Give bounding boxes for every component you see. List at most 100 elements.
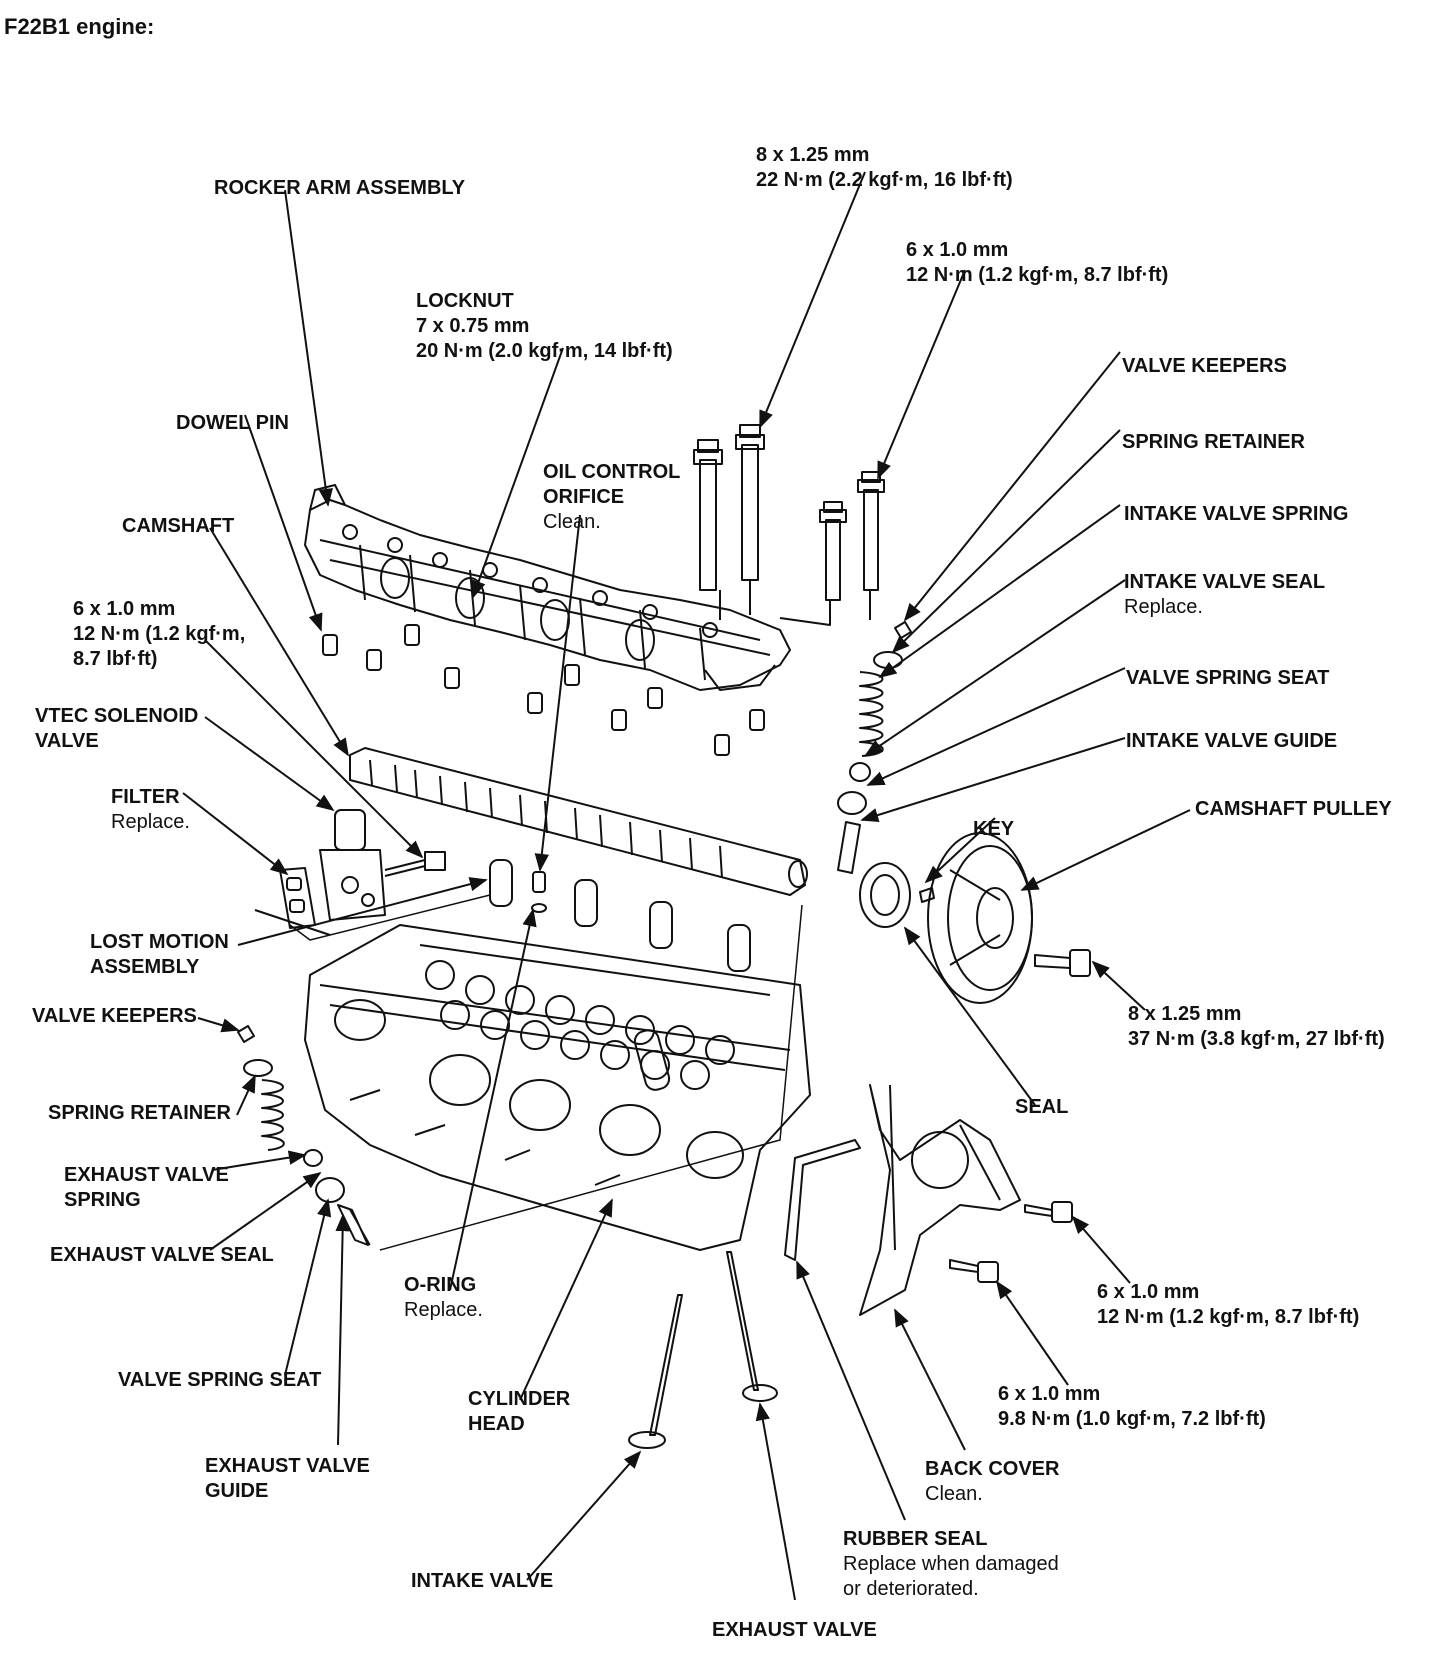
label-exhaust-valve-spring: EXHAUST VALVE SPRING [64, 1163, 229, 1213]
label-dowel-pin: DOWEL PIN [176, 411, 289, 436]
dowel-pins-drawing [322, 624, 765, 756]
label-note-line2: or deteriorated. [843, 1578, 979, 1600]
label-note: Replace. [1124, 596, 1203, 618]
camshaft-drawing [349, 747, 808, 896]
label-text: INTAKE VALVE GUIDE [1126, 730, 1338, 752]
label-text: VALVE SPRING SEAT [118, 1369, 322, 1391]
label-line2: VALVE [35, 730, 99, 752]
label-back-cover: BACK COVER Clean. [925, 1457, 1059, 1507]
label-line1: LOST MOTION [90, 931, 229, 953]
label-bolt-6x10-cover-upper: 6 x 1.0 mm 12 N·m (1.2 kgf·m, 8.7 lbf·ft… [1097, 1280, 1359, 1330]
label-intake-valve-spring: INTAKE VALVE SPRING [1124, 502, 1348, 527]
label-text: VALVE KEEPERS [32, 1005, 197, 1027]
label-valve-spring-seat-left: VALVE SPRING SEAT [118, 1368, 321, 1393]
label-text: DOWEL PIN [176, 412, 289, 434]
bolt-size-text: 6 x 1.0 mm [906, 239, 1009, 261]
back-cover-drawing [859, 1084, 1021, 1316]
label-note: Replace. [404, 1299, 483, 1321]
label-text: SEAL [1015, 1096, 1069, 1118]
label-line1: OIL CONTROL [543, 461, 681, 483]
label-text: CAMSHAFT PULLEY [1195, 798, 1392, 820]
label-text: SPRING RETAINER [1122, 431, 1305, 453]
label-text: INTAKE VALVE [411, 1570, 554, 1592]
label-valve-spring-seat-right: VALVE SPRING SEAT [1126, 666, 1329, 691]
locknut-name: LOCKNUT [416, 290, 514, 312]
label-exhaust-valve-seal: EXHAUST VALVE SEAL [50, 1243, 274, 1268]
label-text: CAMSHAFT [122, 515, 235, 537]
label-text: VALVE SPRING SEAT [1126, 667, 1330, 689]
bolt-torque-text: 9.8 N·m (1.0 kgf·m, 7.2 lbf·ft) [998, 1408, 1266, 1430]
intake-valve-drawing [628, 1294, 683, 1449]
bolt-torque-line1: 12 N·m (1.2 kgf·m, [73, 623, 246, 645]
bolt-torque-text: 37 N·m (3.8 kgf·m, 27 lbf·ft) [1128, 1028, 1385, 1050]
exhaust-valve-parts-drawing [237, 1025, 369, 1246]
label-line2: ASSEMBLY [90, 956, 200, 978]
label-text: BACK COVER [925, 1458, 1060, 1480]
bolt-torque-text: 12 N·m (1.2 kgf·m, 8.7 lbf·ft) [906, 264, 1169, 286]
label-camshaft: CAMSHAFT [122, 514, 234, 539]
rocker-bolts-drawing [693, 424, 885, 626]
label-spring-retainer-right: SPRING RETAINER [1122, 430, 1305, 455]
label-bolt-6x10-left: 6 x 1.0 mm 12 N·m (1.2 kgf·m, 8.7 lbf·ft… [73, 597, 245, 672]
locknut-size: 7 x 0.75 mm [416, 315, 530, 337]
label-text: INTAKE VALVE SPRING [1124, 503, 1349, 525]
label-text: FILTER [111, 786, 180, 808]
bolt-size-text: 6 x 1.0 mm [998, 1383, 1101, 1405]
label-camshaft-pulley: CAMSHAFT PULLEY [1195, 797, 1392, 822]
label-text: SPRING RETAINER [48, 1102, 231, 1124]
lost-motion-drawing [489, 859, 751, 972]
page-title: F22B1 engine: [4, 14, 155, 39]
bolt-torque-text: 12 N·m (1.2 kgf·m, 8.7 lbf·ft) [1097, 1306, 1360, 1328]
bolt-torque-line2: 8.7 lbf·ft) [73, 648, 158, 670]
filter-drawing [254, 867, 331, 936]
label-text: EXHAUST VALVE [712, 1619, 877, 1641]
label-line2: SPRING [64, 1189, 141, 1211]
label-line1: CYLINDER [468, 1388, 571, 1410]
label-rubber-seal: RUBBER SEAL Replace when damaged or dete… [843, 1527, 1059, 1602]
bolt-torque-text: 22 N·m (2.2 kgf·m, 16 lbf·ft) [756, 169, 1013, 191]
cover-bolts-drawing [949, 1201, 1073, 1283]
label-text: RUBBER SEAL [843, 1528, 988, 1550]
label-seal: SEAL [1015, 1095, 1068, 1120]
label-valve-keepers-left: VALVE KEEPERS [32, 1004, 197, 1029]
label-vtec-solenoid-valve: VTEC SOLENOID VALVE [35, 704, 198, 754]
cylinder-head-drawing [304, 924, 811, 1251]
label-line2: ORIFICE [543, 486, 625, 508]
bolt-size-text: 6 x 1.0 mm [73, 598, 176, 620]
label-key: KEY [973, 817, 1014, 842]
camshaft-pulley-drawing [927, 832, 1033, 1004]
label-line2: HEAD [468, 1413, 525, 1435]
camshaft-seal-drawing [859, 862, 911, 928]
bolt-size-text: 8 x 1.25 mm [756, 144, 870, 166]
label-text: O-RING [404, 1274, 477, 1296]
label-line2: GUIDE [205, 1480, 269, 1502]
label-rocker-arm-assembly: ROCKER ARM ASSEMBLY [214, 176, 465, 201]
pulley-bolt-drawing [1034, 949, 1091, 977]
label-lost-motion-assembly: LOST MOTION ASSEMBLY [90, 930, 229, 980]
locknut-torque: 20 N·m (2.0 kgf·m, 14 lbf·ft) [416, 340, 673, 362]
label-bolt-6x10-cover-lower: 6 x 1.0 mm 9.8 N·m (1.0 kgf·m, 7.2 lbf·f… [998, 1382, 1266, 1432]
label-filter: FILTER Replace. [111, 785, 190, 835]
label-cylinder-head: CYLINDER HEAD [468, 1387, 570, 1437]
label-line1: EXHAUST VALVE [205, 1455, 370, 1477]
label-note: Replace. [111, 811, 190, 833]
label-text: INTAKE VALVE SEAL [1124, 571, 1326, 593]
label-intake-valve-guide: INTAKE VALVE GUIDE [1126, 729, 1337, 754]
label-o-ring: O-RING Replace. [404, 1273, 483, 1323]
label-intake-valve: INTAKE VALVE [411, 1569, 553, 1594]
exhaust-valve-drawing [726, 1251, 778, 1402]
label-note: Clean. [925, 1483, 983, 1505]
label-note-line1: Replace when damaged [843, 1553, 1059, 1575]
label-line1: VTEC SOLENOID [35, 705, 199, 727]
label-note: Clean. [543, 511, 601, 533]
label-bolt-6x10-top: 6 x 1.0 mm 12 N·m (1.2 kgf·m, 8.7 lbf·ft… [906, 238, 1168, 288]
label-intake-valve-seal: INTAKE VALVE SEAL Replace. [1124, 570, 1325, 620]
label-text: EXHAUST VALVE SEAL [50, 1244, 274, 1266]
label-bolt-8x125-top: 8 x 1.25 mm 22 N·m (2.2 kgf·m, 16 lbf·ft… [756, 143, 1013, 193]
key-drawing [919, 887, 935, 903]
label-valve-keepers-right: VALVE KEEPERS [1122, 354, 1287, 379]
label-text: KEY [973, 818, 1015, 840]
label-rocker-arm-assembly-text: ROCKER ARM ASSEMBLY [214, 177, 466, 199]
